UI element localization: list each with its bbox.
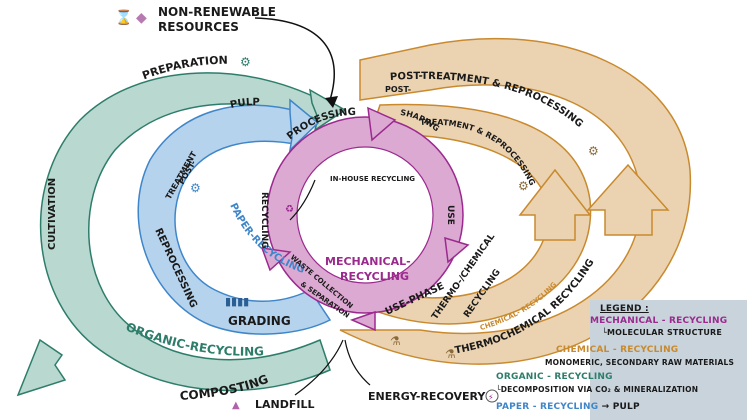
mech-arrow-waste [260,247,292,272]
title-icons: ⌛ ◆ [115,9,147,26]
organic-arc [39,72,332,392]
paper-arc [137,104,332,335]
legend-chemical: CHEMICAL - RECYCLING [556,345,679,355]
label-energy-recovery: ENERGY-RECOVERY [368,390,486,403]
legend-organic-sub: └DECOMPOSITION VIA CO₂ & MINERALIZATION [496,385,699,394]
flask-icon: ⚗ [445,347,456,361]
title-line1: NON-RENEWABLE [158,5,276,19]
legend-chemical-sub: MONOMERIC, SECONDARY RAW MATERIALS [545,358,735,367]
legend-paper-label: PAPER - RECYCLING [496,402,599,412]
gear-icon: ⚙ [190,181,201,195]
resources-arrowhead [325,96,338,108]
label-recycling: RECYCLING [259,192,269,249]
crossed-hourglass-icon: ⌛ [115,9,132,26]
bins-icon: ▮▮▮▮ [225,295,249,308]
organic-arrowhead-left [16,338,67,397]
paper-arrowhead [288,98,320,153]
energy-icon [485,389,499,403]
label-landfill: LANDFILL [255,398,315,411]
resources-arrow [254,17,335,101]
landfill-icon: ▲ [232,400,240,411]
mech-arrow-usephase [349,310,376,332]
chemical-arc [348,103,592,325]
paper-loop [137,98,332,335]
label-mechanical-2: RECYCLING [340,270,409,283]
mechanical-loop [260,106,470,332]
gear-icon: ⚙ [240,55,251,69]
legend: LEGEND : MECHANICAL - RECYCLING └MOLECUL… [590,300,747,420]
label-cultivation: CULTIVATION [47,178,58,250]
crossed-mineral-icon: ◆ [136,10,147,26]
lightning-icon: ⚡ [488,393,494,402]
landfill-arrow [294,339,344,396]
gear-icon: ⚙ [518,179,529,193]
label-grading: GRADING [228,314,291,328]
legend-mechanical-sub: └MOLECULAR STRUCTURE [602,328,723,337]
orange-arrowhead-inner [518,168,592,241]
label-use: USE [445,205,455,225]
legend-title: LEGEND : [600,304,649,314]
title-line2: RESOURCES [158,20,239,34]
legend-paper-sub: → PULP [601,402,640,412]
label-inner-post-1: POST- [385,85,411,94]
legend-paper: PAPER - RECYCLING → PULP [496,402,640,412]
mechanical-ring-inner [296,146,434,284]
label-mechanical-1: MECHANICAL- [325,255,411,268]
mech-arrow-use [444,236,470,264]
label-in-house: IN-HOUSE RECYCLING [330,175,415,183]
legend-mechanical: MECHANICAL - RECYCLING [590,316,728,326]
orange-arrowhead-outer [586,163,670,236]
legend-organic: ORGANIC - RECYCLING [496,372,613,382]
gear-icon: ⚙ [588,144,599,158]
in-house-arrow [289,179,316,221]
orange-outer-arc [339,37,692,365]
flask-icon: ⚗ [390,334,401,348]
mech-arrow-shaping [367,106,397,142]
recycle-icon: ♻ [285,204,294,215]
energy-arrow [344,339,371,386]
